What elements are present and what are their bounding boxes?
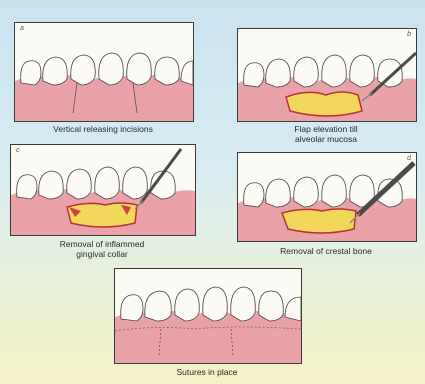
panel-a-illustration [15,23,193,121]
caption-c: Removal of inflammed gingival collar [10,239,194,259]
caption-b-line1: Flap elevation till [237,124,415,134]
caption-b-line2: alveolar mucosa [237,134,415,144]
panel-c: c [10,144,196,236]
panel-b-letter: b [407,31,411,38]
panel-b: b [237,28,417,122]
caption-d: Removal of crestal bone [237,246,415,256]
panel-d-letter: d [407,155,411,162]
panel-d: d [237,152,417,242]
caption-a: Vertical releasing incisions [14,124,192,134]
panel-c-letter: c [16,147,20,154]
caption-c-line2: gingival collar [10,249,194,259]
panel-e-illustration [115,269,301,363]
panel-b-illustration [238,29,416,121]
caption-c-line1: Removal of inflammed [10,239,194,249]
caption-e: Sutures in place [114,367,300,377]
panel-e [114,268,302,364]
panel-d-illustration [238,153,416,241]
caption-b: Flap elevation till alveolar mucosa [237,124,415,144]
panel-c-illustration [11,145,195,235]
panel-a: a [14,22,194,122]
panel-a-letter: a [20,25,24,32]
